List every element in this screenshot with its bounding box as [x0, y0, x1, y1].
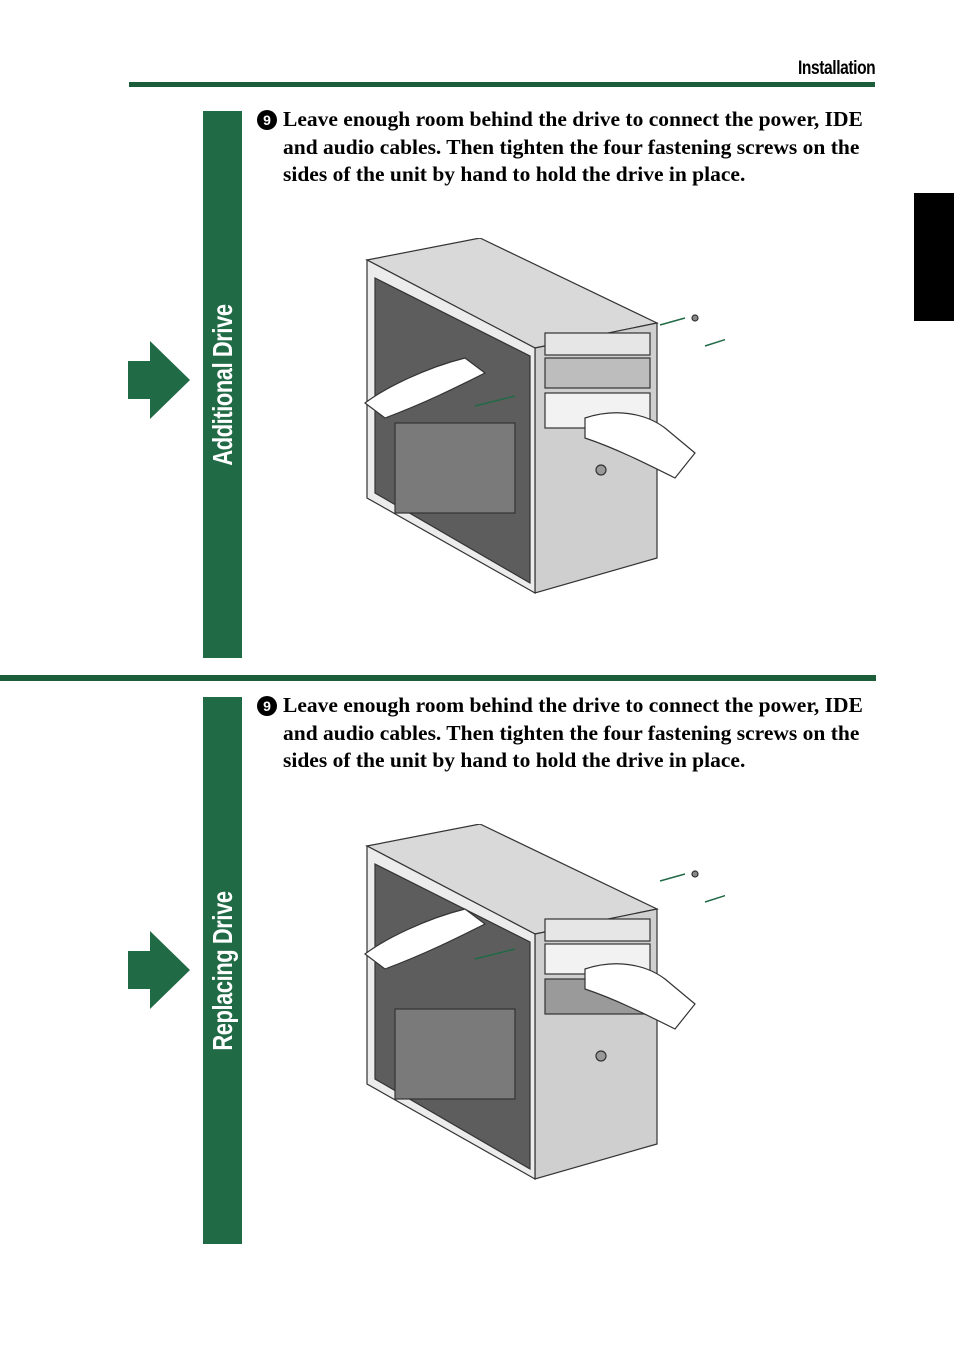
side-bar-label: Additional Drive: [206, 303, 238, 466]
side-bar-replacing-drive: Replacing Drive: [203, 697, 242, 1244]
pc-case-drive-illustration: [363, 238, 725, 595]
right-arrow-icon: [128, 341, 190, 419]
section-divider: [0, 675, 876, 681]
step-text: Leave enough room behind the drive to co…: [283, 693, 863, 772]
page-header-title: Installation: [797, 58, 876, 79]
side-bar-additional-drive: Additional Drive: [203, 111, 242, 658]
step-text: Leave enough room behind the drive to co…: [283, 107, 863, 186]
right-arrow-icon: [128, 931, 190, 1009]
step-instruction: 9 Leave enough room behind the drive to …: [257, 692, 877, 775]
step-instruction: 9 Leave enough room behind the drive to …: [257, 106, 877, 189]
header-rule: [129, 82, 875, 87]
side-bar-label: Replacing Drive: [206, 890, 238, 1051]
pc-case-drive-illustration: [363, 824, 725, 1181]
chapter-tab: [914, 193, 954, 321]
step-number-badge: 9: [257, 110, 277, 130]
step-number-badge: 9: [257, 696, 277, 716]
